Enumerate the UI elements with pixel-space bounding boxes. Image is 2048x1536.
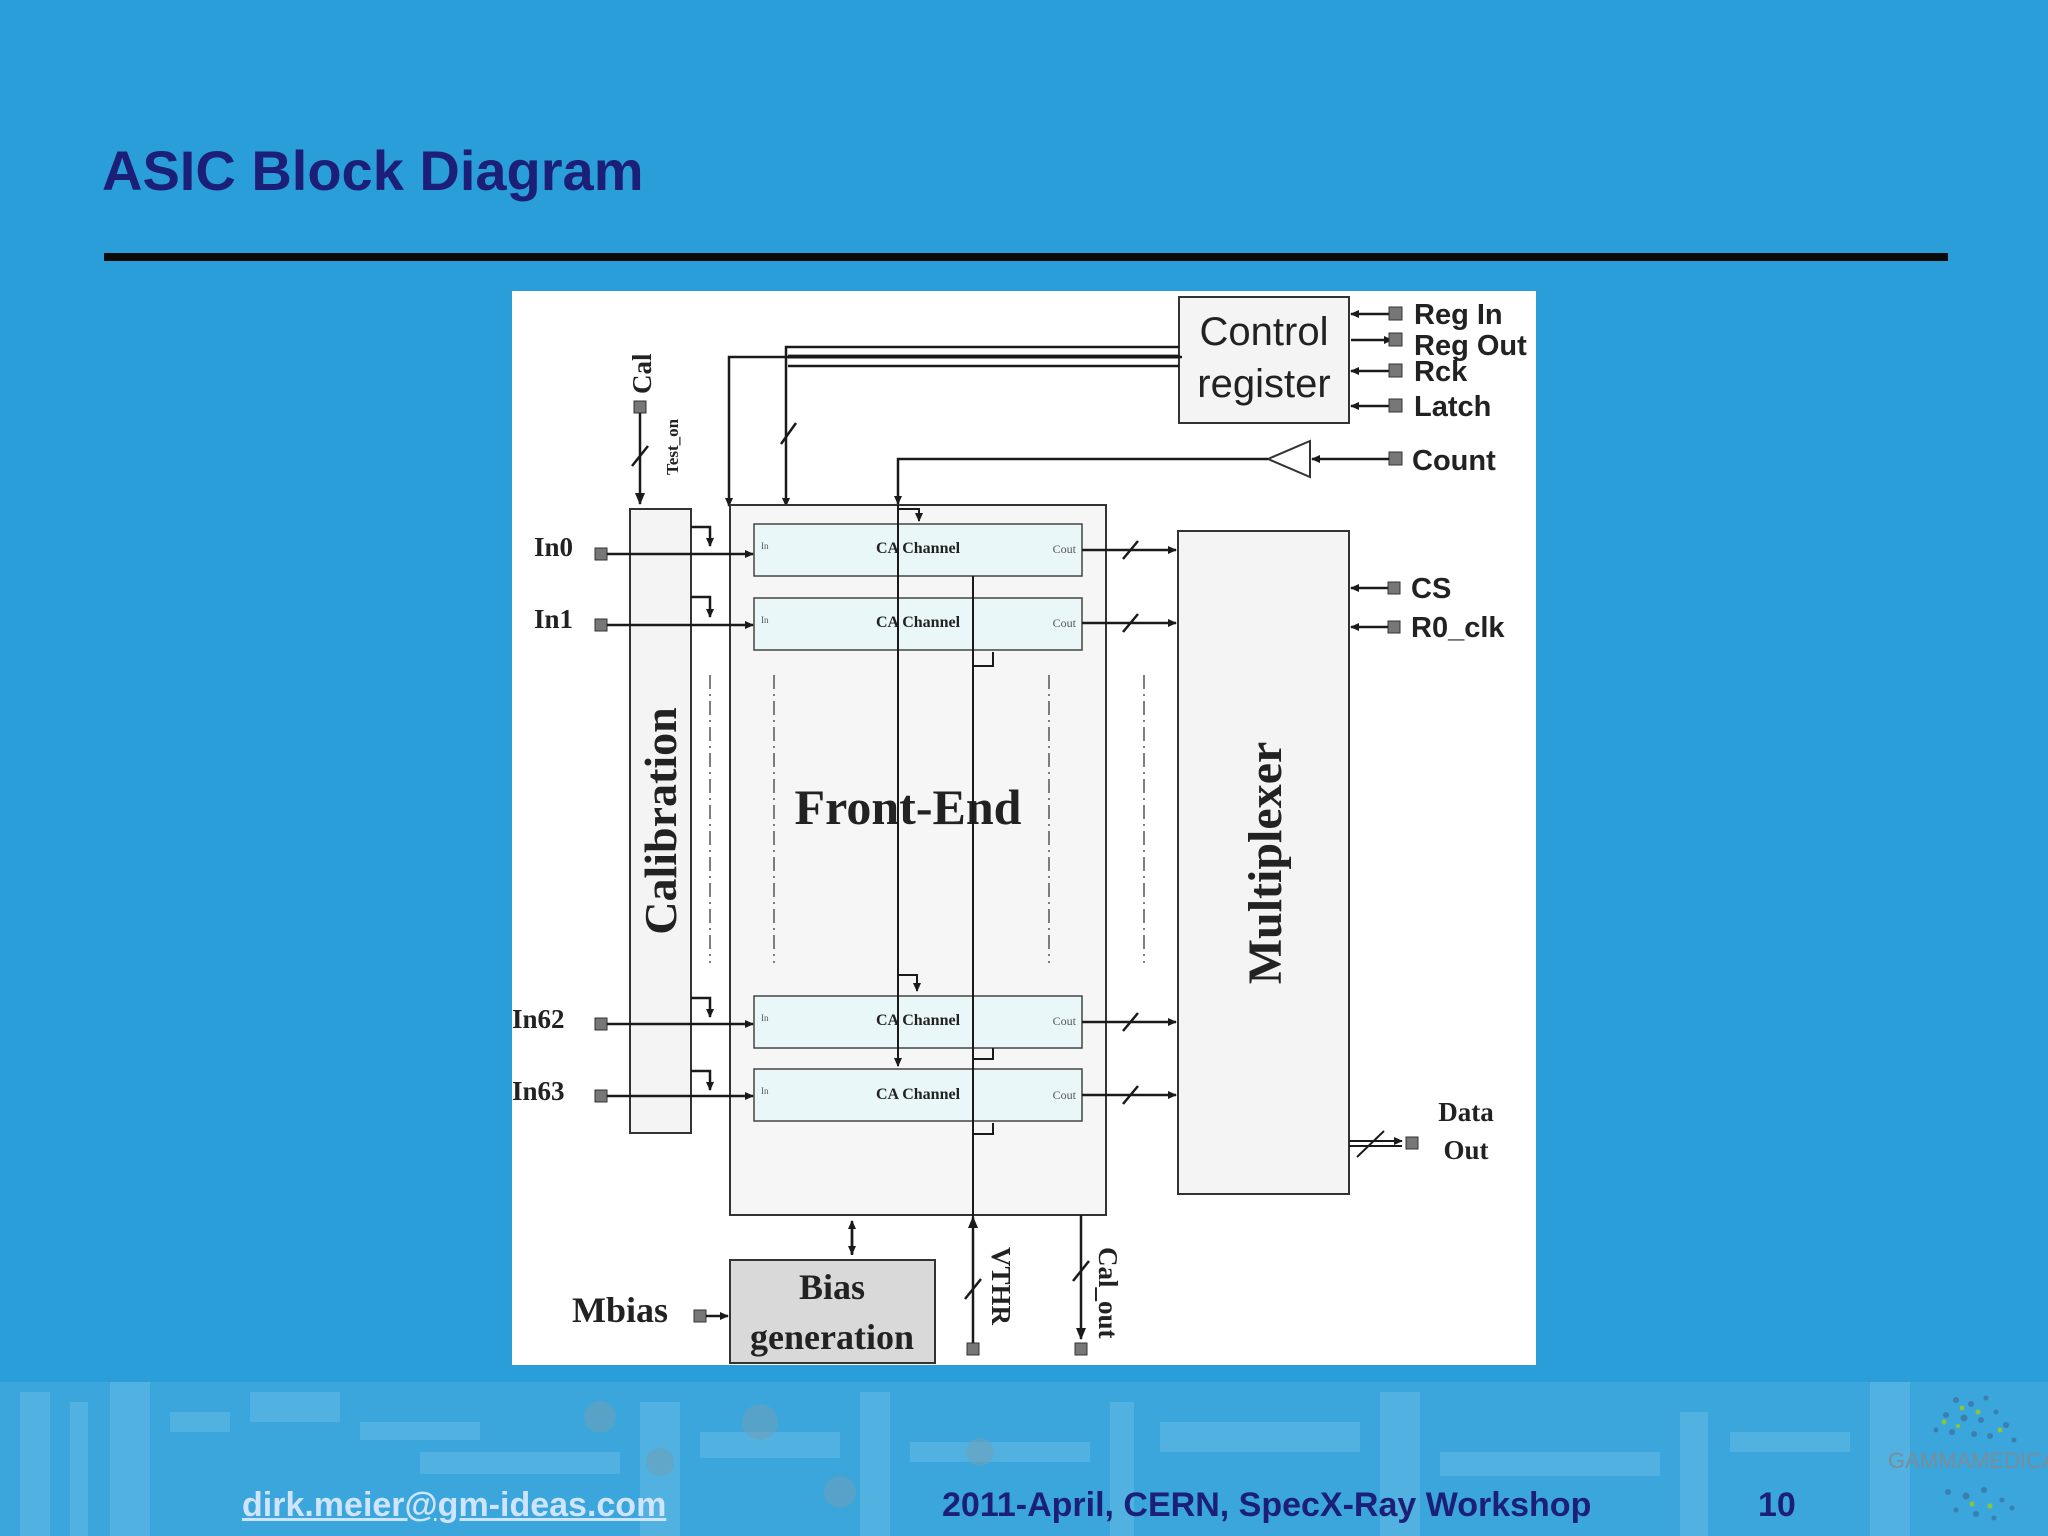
mux-control-signals: CS R0_clk	[1350, 573, 1505, 644]
title-divider	[104, 253, 1948, 261]
page-number: 10	[1758, 1486, 1796, 1524]
cal-label: Cal	[627, 353, 657, 394]
cal-out-label: Cal_out	[1093, 1247, 1123, 1339]
control-register-block: Control register	[1178, 296, 1350, 424]
ca-channel-0: In CA Channel Cout	[753, 523, 1083, 577]
footer-band	[0, 1382, 2048, 1536]
cs-label: CS	[1411, 573, 1451, 605]
count-label: Count	[1412, 445, 1496, 477]
svg-text:Cout: Cout	[1053, 1088, 1077, 1102]
bias-generation-block: Bias generation	[729, 1220, 936, 1364]
data-out-signal: Data Out	[1349, 1097, 1494, 1165]
cal-input: Cal Test_on	[627, 353, 682, 505]
ca-channel-1: In CA Channel Cout	[753, 597, 1083, 651]
svg-text:In: In	[761, 541, 769, 551]
gammamedica-logo-text: GAMMAMEDICA	[1888, 1448, 2048, 1473]
input-label-in63: In63	[512, 1076, 565, 1106]
reg-in-label: Reg In	[1414, 299, 1503, 331]
input-pins: In0 In1 In62 In63	[512, 525, 754, 1106]
cal-out-signal: Cal_out	[1072, 1215, 1123, 1356]
front-end-label: Front-End	[795, 779, 1022, 835]
footer-circuit-pattern	[0, 1382, 2048, 1536]
svg-text:CA Channel: CA Channel	[876, 540, 961, 557]
vthr-label: VTHR	[986, 1247, 1016, 1326]
control-register-label-1: Control	[1200, 310, 1329, 354]
latch-label: Latch	[1414, 391, 1491, 423]
svg-text:CA Channel: CA Channel	[876, 1012, 961, 1029]
control-register-label-2: register	[1197, 362, 1330, 406]
mbias-input: Mbias	[572, 1290, 729, 1330]
vthr-input: VTHR	[964, 1216, 1016, 1356]
data-out-label-1: Data	[1438, 1097, 1494, 1127]
bias-label-2: generation	[750, 1317, 914, 1357]
ca-channel-63: In CA Channel Cout	[753, 1068, 1083, 1122]
reg-out-label: Reg Out	[1414, 330, 1527, 362]
svg-text:CA Channel: CA Channel	[876, 1086, 961, 1103]
multiplexer-block: Multiplexer	[1177, 530, 1350, 1195]
svg-text:In: In	[761, 1086, 769, 1096]
svg-text:In: In	[761, 1013, 769, 1023]
channel-outputs	[1082, 540, 1177, 1105]
bias-label-1: Bias	[799, 1267, 865, 1307]
slide-title: ASIC Block Diagram	[102, 139, 644, 202]
count-signal: Count	[894, 439, 1496, 505]
input-label-in0: In0	[534, 532, 573, 562]
svg-text:CA Channel: CA Channel	[876, 614, 961, 631]
ca-channel-62: In CA Channel Cout	[753, 995, 1083, 1049]
control-register-signals	[1350, 310, 1393, 410]
control-bus	[725, 345, 1179, 507]
asic-block-diagram: Control register Reg In Reg Out Rck Latc…	[512, 291, 1536, 1365]
r0-clk-label: R0_clk	[1411, 612, 1505, 644]
test-on-label: Test_on	[663, 418, 682, 475]
mbias-label: Mbias	[572, 1290, 668, 1330]
data-out-label-2: Out	[1443, 1135, 1488, 1165]
svg-text:Cout: Cout	[1053, 542, 1077, 556]
footer-event: 2011-April, CERN, SpecX-Ray Workshop	[942, 1486, 1592, 1524]
multiplexer-label: Multiplexer	[1239, 742, 1292, 985]
input-label-in62: In62	[512, 1004, 565, 1034]
svg-text:Cout: Cout	[1053, 616, 1077, 630]
input-label-in1: In1	[534, 604, 573, 634]
gammamedica-logo-icon	[1933, 1395, 2017, 1521]
svg-text:In: In	[761, 615, 769, 625]
svg-text:Cout: Cout	[1053, 1014, 1077, 1028]
rck-label: Rck	[1414, 356, 1468, 388]
footer-email-link[interactable]: dirk.meier@gm-ideas.com	[242, 1486, 667, 1524]
calibration-label: Calibration	[635, 707, 686, 934]
calibration-block: Calibration	[629, 508, 692, 1134]
